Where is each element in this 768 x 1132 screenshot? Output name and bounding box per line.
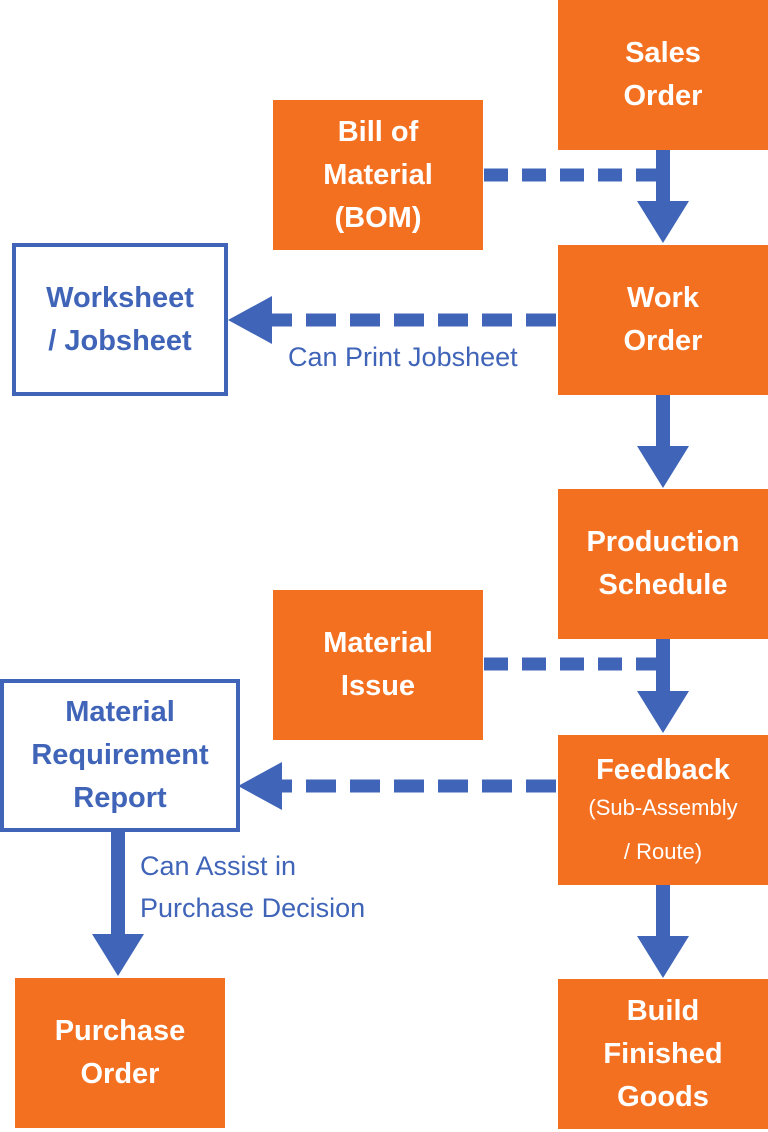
mrr-label: Material Requirement Report (31, 696, 209, 814)
arrowhead-finished (637, 936, 689, 978)
material-issue-box: Material Issue (273, 590, 483, 740)
bom-box: Bill of Material (BOM) (273, 100, 483, 250)
production-schedule-box: Production Schedule (558, 489, 768, 639)
bom-label: Bill of Material (BOM) (323, 115, 433, 234)
arrowhead-production (637, 446, 689, 488)
feedback-box: Feedback (Sub-Assembly / Route) (558, 735, 768, 885)
arrowhead-feedback (637, 691, 689, 733)
purchase-order-label: Purchase Order (54, 1015, 186, 1090)
work-order-label: Work Order (623, 282, 703, 357)
arrowhead-mrr (238, 762, 282, 810)
arrowhead-purchase (92, 934, 144, 976)
material-issue-label: Material Issue (323, 627, 433, 702)
arrowhead-worksheet (228, 296, 272, 344)
sales-order-box: Sales Order (558, 0, 768, 150)
arrowhead-work-order (637, 201, 689, 243)
print-jobsheet-note: Can Print Jobsheet (288, 342, 518, 372)
worksheet-box: Worksheet / Jobsheet (12, 243, 228, 396)
feedback-label: Feedback (596, 754, 730, 786)
production-schedule-label: Production Schedule (586, 526, 740, 601)
purchase-decision-note: Can Assist in Purchase Decision (140, 851, 366, 923)
work-order-box: Work Order (558, 245, 768, 395)
worksheet-label: Worksheet / Jobsheet (46, 281, 194, 357)
sales-order-label: Sales Order (623, 37, 703, 112)
finished-goods-label: Build Finished Goods (603, 994, 723, 1113)
finished-goods-box: Build Finished Goods (558, 979, 768, 1129)
mrr-box: Material Requirement Report (0, 679, 240, 832)
feedback-detail-label: (Sub-Assembly / Route) (588, 795, 738, 864)
purchase-order-box: Purchase Order (15, 978, 225, 1128)
